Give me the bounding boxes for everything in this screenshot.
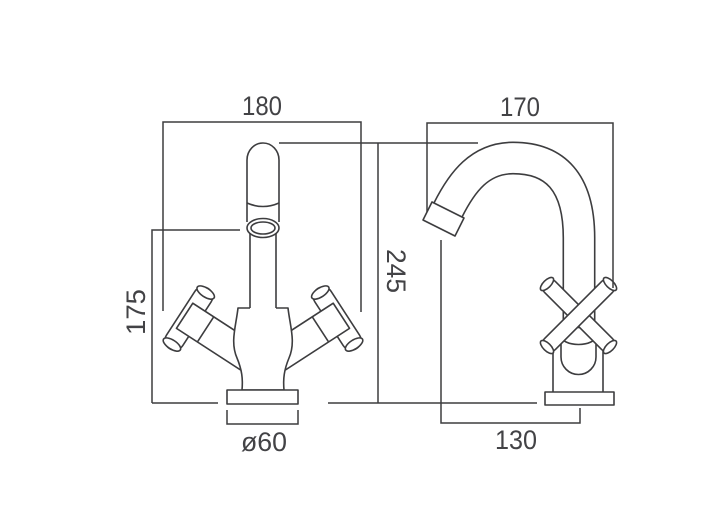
cross-arm-tip bbox=[602, 339, 618, 355]
spout-tube bbox=[249, 226, 277, 309]
dimension-front-width: 180 bbox=[162, 91, 362, 312]
dimension-spout-reach: 130 bbox=[440, 240, 581, 455]
gooseneck-spout bbox=[422, 141, 596, 345]
dimension-label-base-diameter: ø60 bbox=[241, 427, 287, 457]
tee-bar-tip bbox=[162, 337, 182, 352]
dimension-label-side-width: 170 bbox=[500, 92, 540, 122]
handle-joint-line bbox=[311, 316, 330, 343]
cross-arm-tip bbox=[539, 339, 555, 355]
handle-joint-line bbox=[196, 316, 215, 343]
front-left-handle bbox=[162, 285, 258, 371]
dimension-spout-outlet-height: 175 bbox=[121, 229, 240, 403]
aerator-ring bbox=[246, 217, 280, 239]
faucet-body bbox=[232, 307, 294, 391]
dimension-label-spout-reach: 130 bbox=[495, 425, 537, 455]
tee-bar-tip bbox=[310, 285, 330, 300]
tee-bar-tip bbox=[196, 285, 216, 300]
spout-collar-line bbox=[246, 202, 280, 208]
cross-arm-tip bbox=[539, 276, 555, 292]
dimension-overall-height: 245 bbox=[377, 143, 411, 403]
dimension-base-diameter: ø60 bbox=[226, 410, 299, 457]
dimension-side-width: 170 bbox=[426, 92, 614, 288]
faucet-front-view bbox=[162, 142, 364, 405]
front-base-flange bbox=[226, 389, 299, 405]
tee-bar-tip bbox=[344, 337, 364, 352]
spout-cap bbox=[246, 142, 280, 222]
side-cross-handle bbox=[539, 276, 618, 355]
side-base-flange bbox=[544, 391, 615, 406]
dimension-label-spout-outlet-height: 175 bbox=[121, 289, 151, 335]
faucet-side-view bbox=[422, 141, 618, 406]
dimension-label-front-width: 180 bbox=[242, 91, 282, 121]
spout-outlet-tip bbox=[422, 201, 465, 237]
dimension-label-overall-height: 245 bbox=[381, 249, 411, 293]
